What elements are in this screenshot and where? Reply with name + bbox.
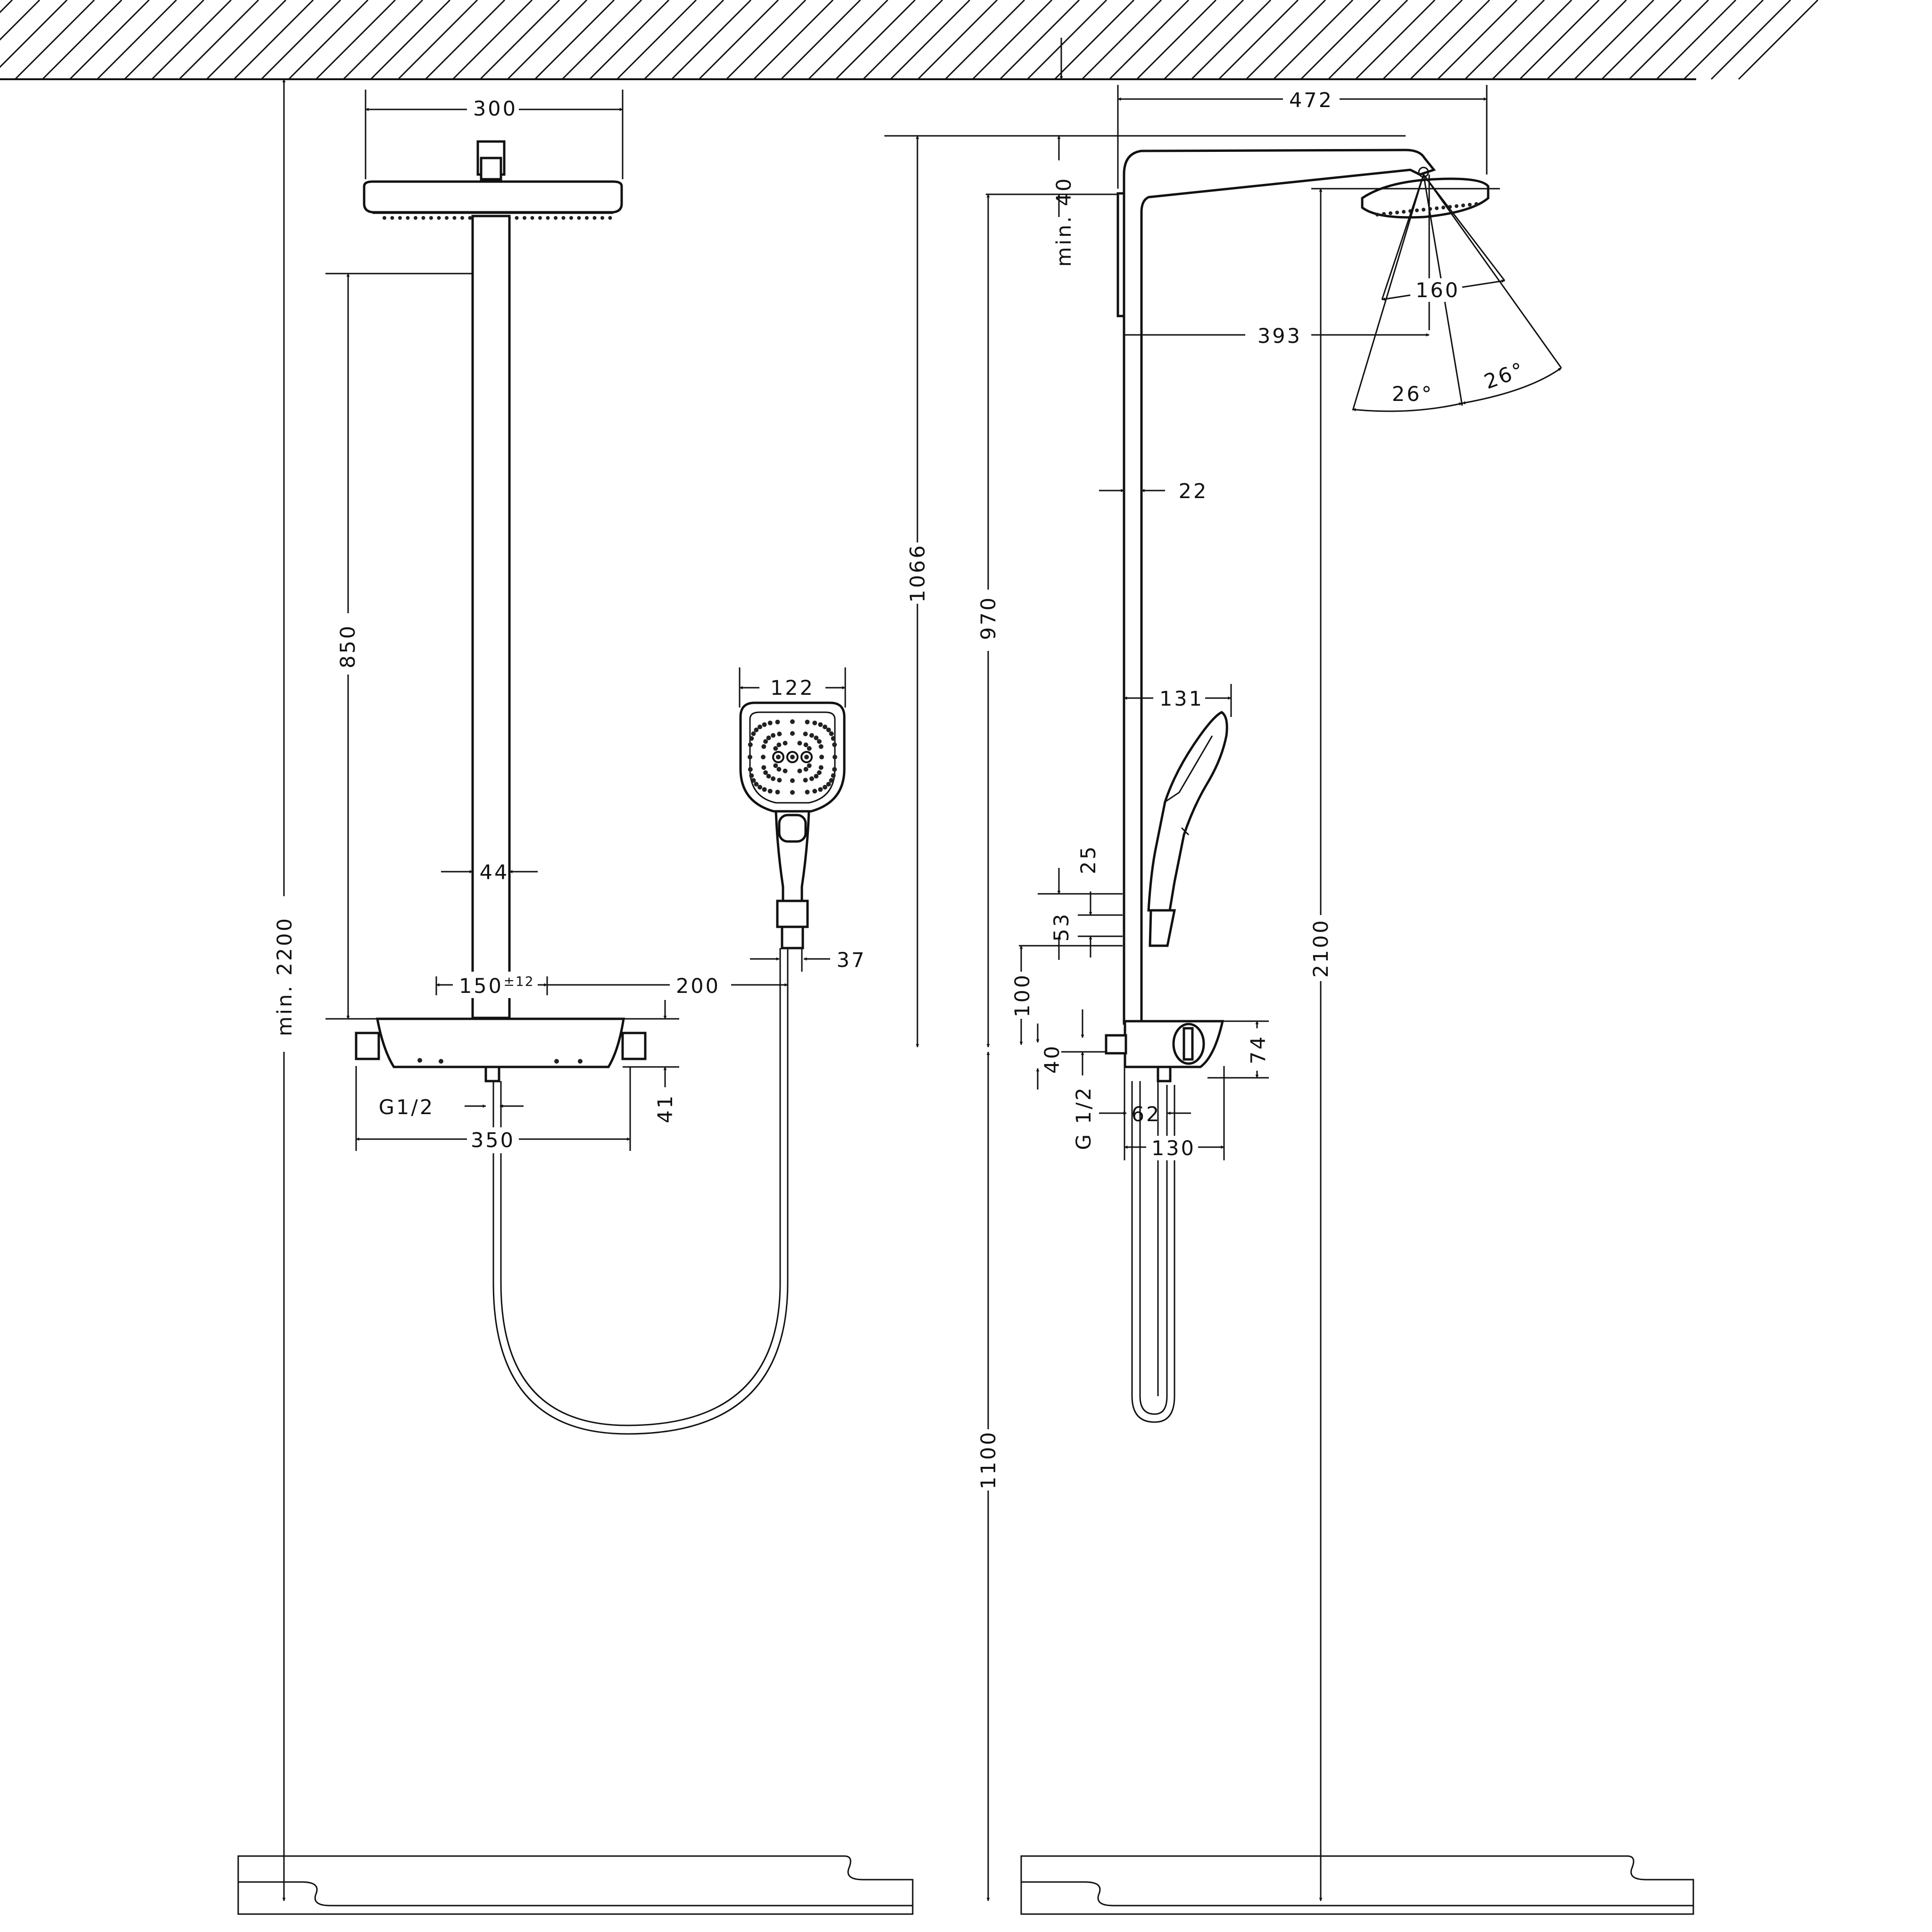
label-handshower-width: 122 [770, 676, 815, 700]
hose-side [1131, 1081, 1175, 1423]
label-pipe-height: 850 [336, 624, 360, 668]
label-head-height: 970 [977, 596, 1000, 640]
outlet-front [484, 1066, 500, 1083]
valve-right [621, 1032, 647, 1060]
floor-right [1020, 1855, 1694, 1915]
hose [492, 948, 789, 1435]
label-hose-offset: 200 [676, 974, 720, 998]
label-mixer-projection: 130 [1151, 1137, 1196, 1160]
label-ceiling-clearance: min. 40 [1052, 176, 1076, 266]
label-total-height-side: 2100 [1309, 918, 1333, 977]
hand-shower-front [739, 701, 846, 949]
dimension-labels: 300 850 44 min. 2200 122 150 ±12 200 37 … [272, 87, 1528, 1491]
label-mixer-spacing: 150 [459, 974, 503, 998]
front-view [355, 140, 846, 1435]
floor-left [237, 1855, 914, 1915]
side-view [1105, 149, 1562, 1423]
label-holder-offset-2: 53 [1050, 912, 1074, 942]
label-mixer-depth: 74 [1247, 1035, 1270, 1065]
thermostat-mixer [375, 1017, 625, 1068]
shower-arm [1123, 149, 1436, 1025]
label-mixer-floor-height: 1100 [977, 1430, 1000, 1489]
label-head-offset: 393 [1257, 325, 1302, 348]
label-spray-angle-left: 26° [1392, 383, 1433, 406]
label-holder-width: 37 [837, 949, 866, 972]
ceiling [0, 0, 1819, 80]
label-pipe-diameter-side: 22 [1179, 480, 1208, 503]
overhead-shower [363, 180, 623, 214]
valve-left [355, 1032, 380, 1060]
side-valve [1105, 1034, 1127, 1055]
hand-shower-holder [776, 899, 809, 928]
spray-mode-button [778, 814, 807, 843]
outlet-side [1157, 1066, 1172, 1083]
label-thread-side: G 1/2 [1072, 1086, 1096, 1150]
label-outlet-spacing: 62 [1132, 1103, 1161, 1126]
label-mixer-tolerance: ±12 [503, 974, 534, 989]
ceiling-hatching [0, 0, 1819, 80]
hand-shower-nozzles [748, 719, 837, 795]
label-holder-offset-1: 25 [1077, 845, 1100, 874]
label-holder-height: 100 [1011, 973, 1034, 1017]
label-thread-front: G1/2 [379, 1096, 435, 1119]
riser-pipe [471, 215, 511, 1019]
label-pipe-diameter: 44 [480, 861, 509, 884]
label-arm-height: 1066 [906, 543, 930, 602]
hand-shower-side [1147, 711, 1228, 947]
label-handshower-offset: 131 [1159, 687, 1204, 711]
label-total-height-front: min. 2200 [273, 916, 297, 1036]
label-showerhead-width: 300 [473, 97, 517, 121]
label-mixer-width: 350 [471, 1129, 515, 1152]
label-arm-reach: 472 [1289, 89, 1333, 112]
label-outlet-height: 40 [1041, 1044, 1064, 1074]
label-mixer-height: 41 [654, 1094, 677, 1124]
label-head-diameter: 160 [1416, 279, 1460, 302]
